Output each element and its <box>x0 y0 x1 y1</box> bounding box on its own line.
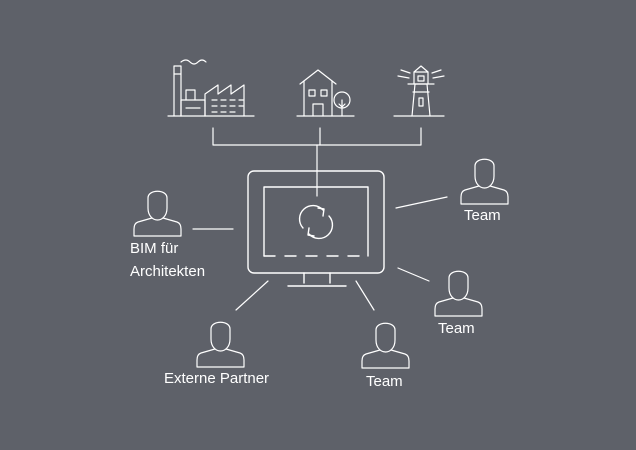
connector-line <box>235 280 269 311</box>
factory-icon <box>167 59 255 117</box>
connector-line <box>397 267 430 282</box>
connector-line <box>355 280 375 311</box>
person-label: Externe Partner <box>164 370 269 387</box>
person-icon <box>361 322 410 369</box>
person-label-line: Team <box>366 373 403 390</box>
lighthouse-icon <box>393 65 445 117</box>
sync-icon <box>298 204 334 240</box>
person-team-bottom: Team <box>361 322 410 390</box>
person-icon <box>133 190 182 237</box>
monitor-stand <box>287 272 347 287</box>
person-label: BIM für Architekten <box>130 240 205 280</box>
person-icon <box>460 158 509 205</box>
person-team-right-lower: Team <box>434 270 483 337</box>
person-team-right-upper: Team <box>460 158 509 224</box>
person-label-line: Team <box>464 207 501 224</box>
monitor-with-sync-icon <box>247 170 385 287</box>
person-label-line: Team <box>438 320 475 337</box>
person-externe-partner: Externe Partner <box>164 321 269 387</box>
monitor-frame <box>247 170 385 274</box>
person-icon <box>196 321 245 368</box>
person-label: Team <box>464 207 501 224</box>
person-label-line: Externe Partner <box>164 370 269 387</box>
house-with-tree-icon <box>296 69 355 117</box>
buildings-connector <box>212 127 422 197</box>
person-label: Team <box>366 373 403 390</box>
person-icon <box>434 270 483 317</box>
person-bim-architekten: BIM für Architekten <box>130 190 205 280</box>
monitor-screen <box>263 186 369 257</box>
people-connectors <box>192 196 448 311</box>
person-label-line: Architekten <box>130 263 205 280</box>
person-label: Team <box>438 320 475 337</box>
connector-line <box>395 196 448 209</box>
person-label-line: BIM für <box>130 240 178 257</box>
